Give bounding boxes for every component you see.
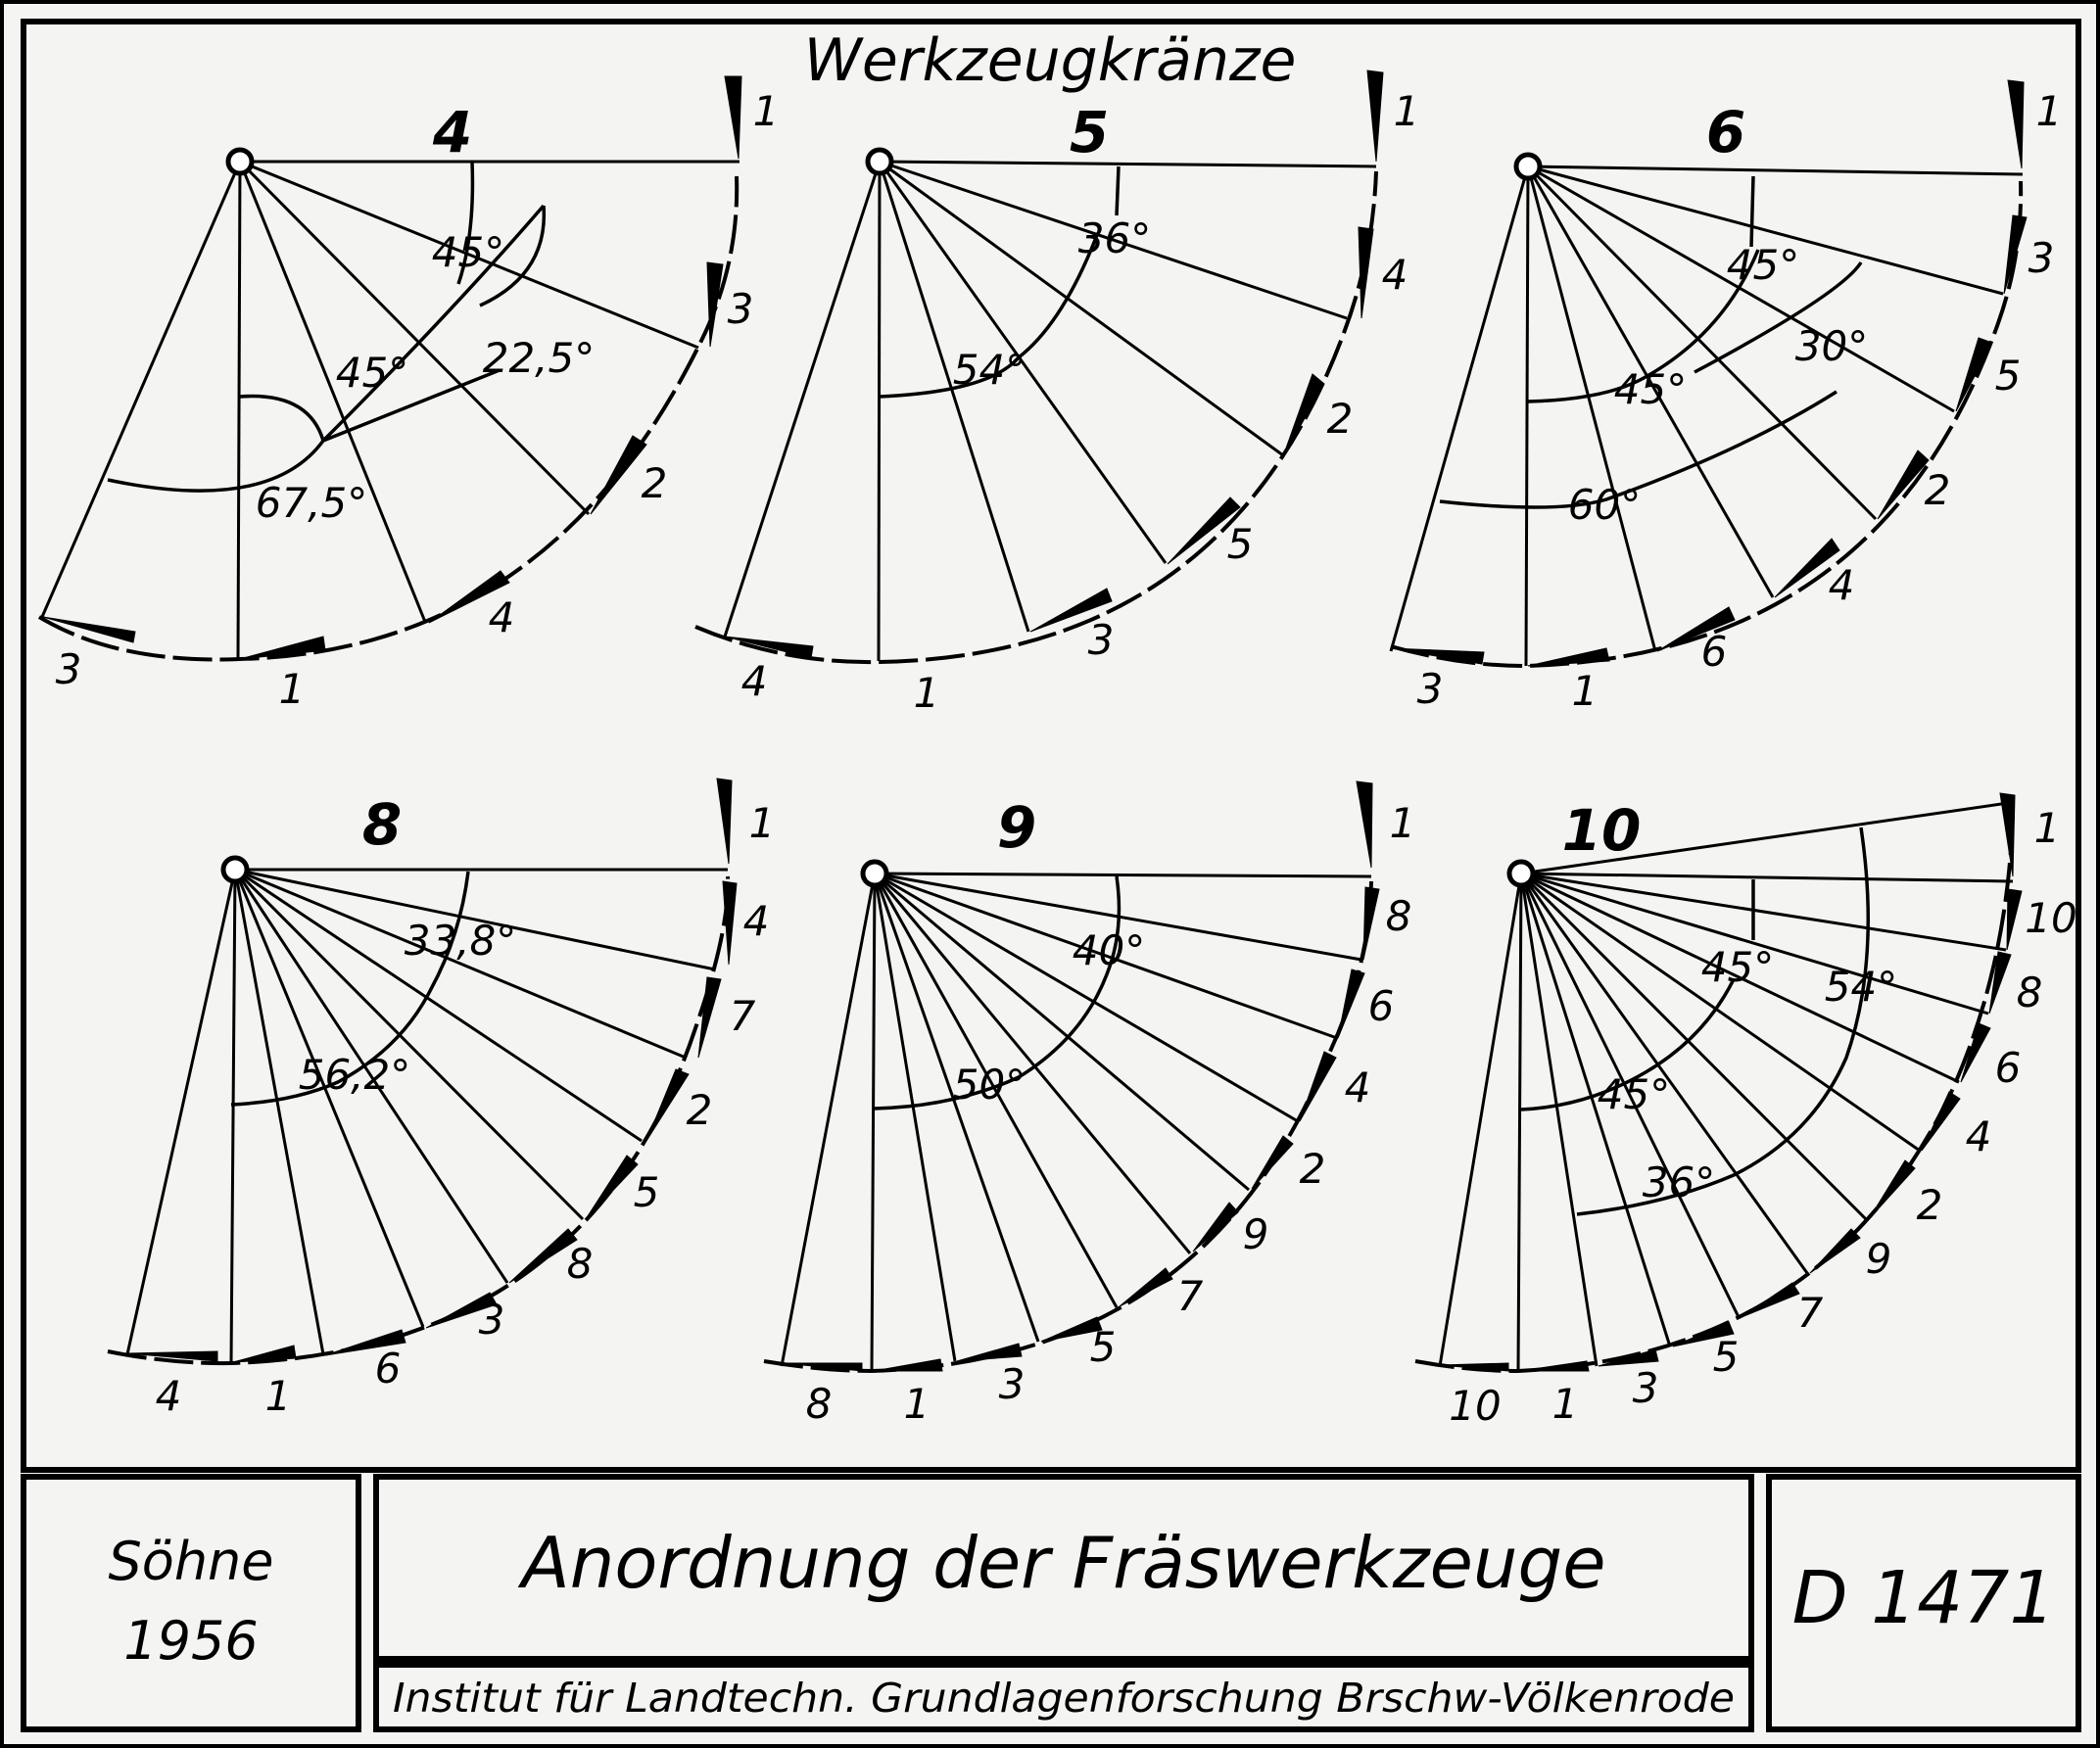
author-box (21, 1474, 361, 1732)
author-name: Söhne (109, 1531, 274, 1592)
tool-label: 9 (1866, 1235, 1892, 1283)
tool-label: 3 (999, 1360, 1026, 1408)
tool-label: 3 (728, 285, 754, 333)
tool-label: 5 (634, 1168, 660, 1216)
title-box (373, 1474, 1754, 1662)
document-code: D 1471 (1792, 1556, 2056, 1640)
tool-label: 6 (1995, 1044, 2022, 1092)
tool-label: 1 (2036, 87, 2063, 135)
angle-label: 60° (1568, 481, 1641, 529)
tool-label: 3 (479, 1296, 505, 1344)
tool-label: 1 (1572, 667, 1599, 715)
year: 1956 (123, 1610, 258, 1672)
tool-label: 1 (265, 1372, 292, 1420)
tool-label: 8 (567, 1240, 594, 1288)
institute-name: Institut für Landtechn. Grundlagenforsch… (393, 1675, 1735, 1722)
diagram-5 (694, 70, 1384, 665)
tool-label: 1 (1390, 799, 1416, 847)
tool-label: 2 (1917, 1181, 1943, 1229)
tool-label: 10 (1449, 1382, 1501, 1430)
tool-label: 9 (1243, 1210, 1269, 1258)
tool-label: 3 (1088, 616, 1115, 664)
tool-label: 5 (1713, 1333, 1740, 1381)
diagram-4-title: 4 (432, 99, 472, 165)
tool-label: 7 (1797, 1289, 1824, 1337)
tool-label: 5 (1227, 520, 1254, 568)
tool-label: 8 (1386, 892, 1412, 940)
header-title: Werkzeugkränze (804, 26, 1297, 95)
diagram-10-title: 10 (1562, 797, 1642, 864)
tool-label: 3 (2028, 234, 2055, 282)
angle-label: 54° (1825, 963, 1897, 1011)
diagram-9 (763, 780, 1380, 1374)
angle-label: 67,5° (256, 479, 368, 527)
tool-label: 1 (1394, 87, 1420, 135)
code-box (1766, 1474, 2081, 1732)
tool-label: 6 (375, 1345, 402, 1393)
tool-label: 4 (1345, 1063, 1371, 1111)
angle-label: 22,5° (483, 334, 596, 382)
angle-label: 45° (1598, 1070, 1670, 1118)
diagram-8-title: 8 (362, 791, 402, 858)
tool-label: 5 (1090, 1323, 1117, 1371)
diagram-10 (1414, 792, 2023, 1374)
tool-label: 7 (1177, 1272, 1204, 1320)
tool-label: 5 (1995, 352, 2022, 400)
angle-label: 36° (1078, 214, 1151, 262)
tool-label: 1 (904, 1380, 931, 1428)
angle-label: 54° (953, 346, 1026, 394)
main-frame (21, 19, 2081, 1473)
tool-label: 4 (156, 1372, 182, 1420)
diagram-4 (37, 75, 742, 662)
tool-label: 1 (2034, 804, 2061, 852)
angle-label: 33,8° (405, 917, 517, 965)
tool-label: 4 (1829, 561, 1855, 609)
tool-label: 8 (2017, 968, 2043, 1016)
angle-label: 45° (336, 349, 408, 397)
diagram-6-title: 6 (1706, 99, 1745, 165)
tool-label: 6 (1701, 628, 1728, 676)
angle-label: 30° (1795, 322, 1868, 370)
angle-label: 40° (1073, 926, 1145, 974)
tool-label: 2 (1300, 1145, 1326, 1193)
diagram-9-title: 9 (997, 794, 1036, 861)
tool-label: 3 (1417, 665, 1444, 713)
tool-label: 2 (1327, 395, 1354, 443)
tool-label: 1 (753, 87, 780, 135)
angle-label: 50° (953, 1061, 1026, 1109)
tool-label: 2 (687, 1086, 713, 1134)
tool-label: 4 (1966, 1112, 1992, 1160)
tool-label: 4 (1382, 251, 1408, 299)
tool-label: 4 (743, 897, 770, 945)
tool-label: 1 (749, 799, 776, 847)
diagram-5-title: 5 (1070, 99, 1109, 165)
tool-label: 8 (806, 1380, 833, 1428)
tool-label: 1 (279, 665, 306, 713)
tool-label: 2 (642, 459, 668, 507)
tool-label: 3 (1633, 1364, 1659, 1412)
tool-label: 3 (56, 645, 82, 693)
angle-label: 56,2° (299, 1051, 411, 1099)
tool-label: 10 (2025, 894, 2076, 942)
tool-label: 6 (1368, 982, 1395, 1030)
angle-label: 45° (1614, 365, 1687, 413)
angle-label: 45° (1727, 241, 1799, 289)
tool-label: 1 (914, 669, 940, 717)
diagram-6 (1389, 79, 2028, 669)
tool-label: 2 (1925, 466, 1951, 514)
tool-label: 4 (741, 657, 768, 705)
tool-label: 4 (489, 593, 515, 641)
diagram-8 (107, 778, 738, 1366)
institute-box (373, 1662, 1754, 1732)
angle-label: 45° (1701, 943, 1774, 991)
angle-label: 45° (432, 228, 504, 276)
tool-label: 7 (730, 992, 756, 1040)
angle-label: 36° (1643, 1158, 1715, 1206)
main-title: Anordnung der Fräswerkzeuge (517, 1522, 1605, 1604)
tool-label: 1 (1552, 1380, 1579, 1428)
